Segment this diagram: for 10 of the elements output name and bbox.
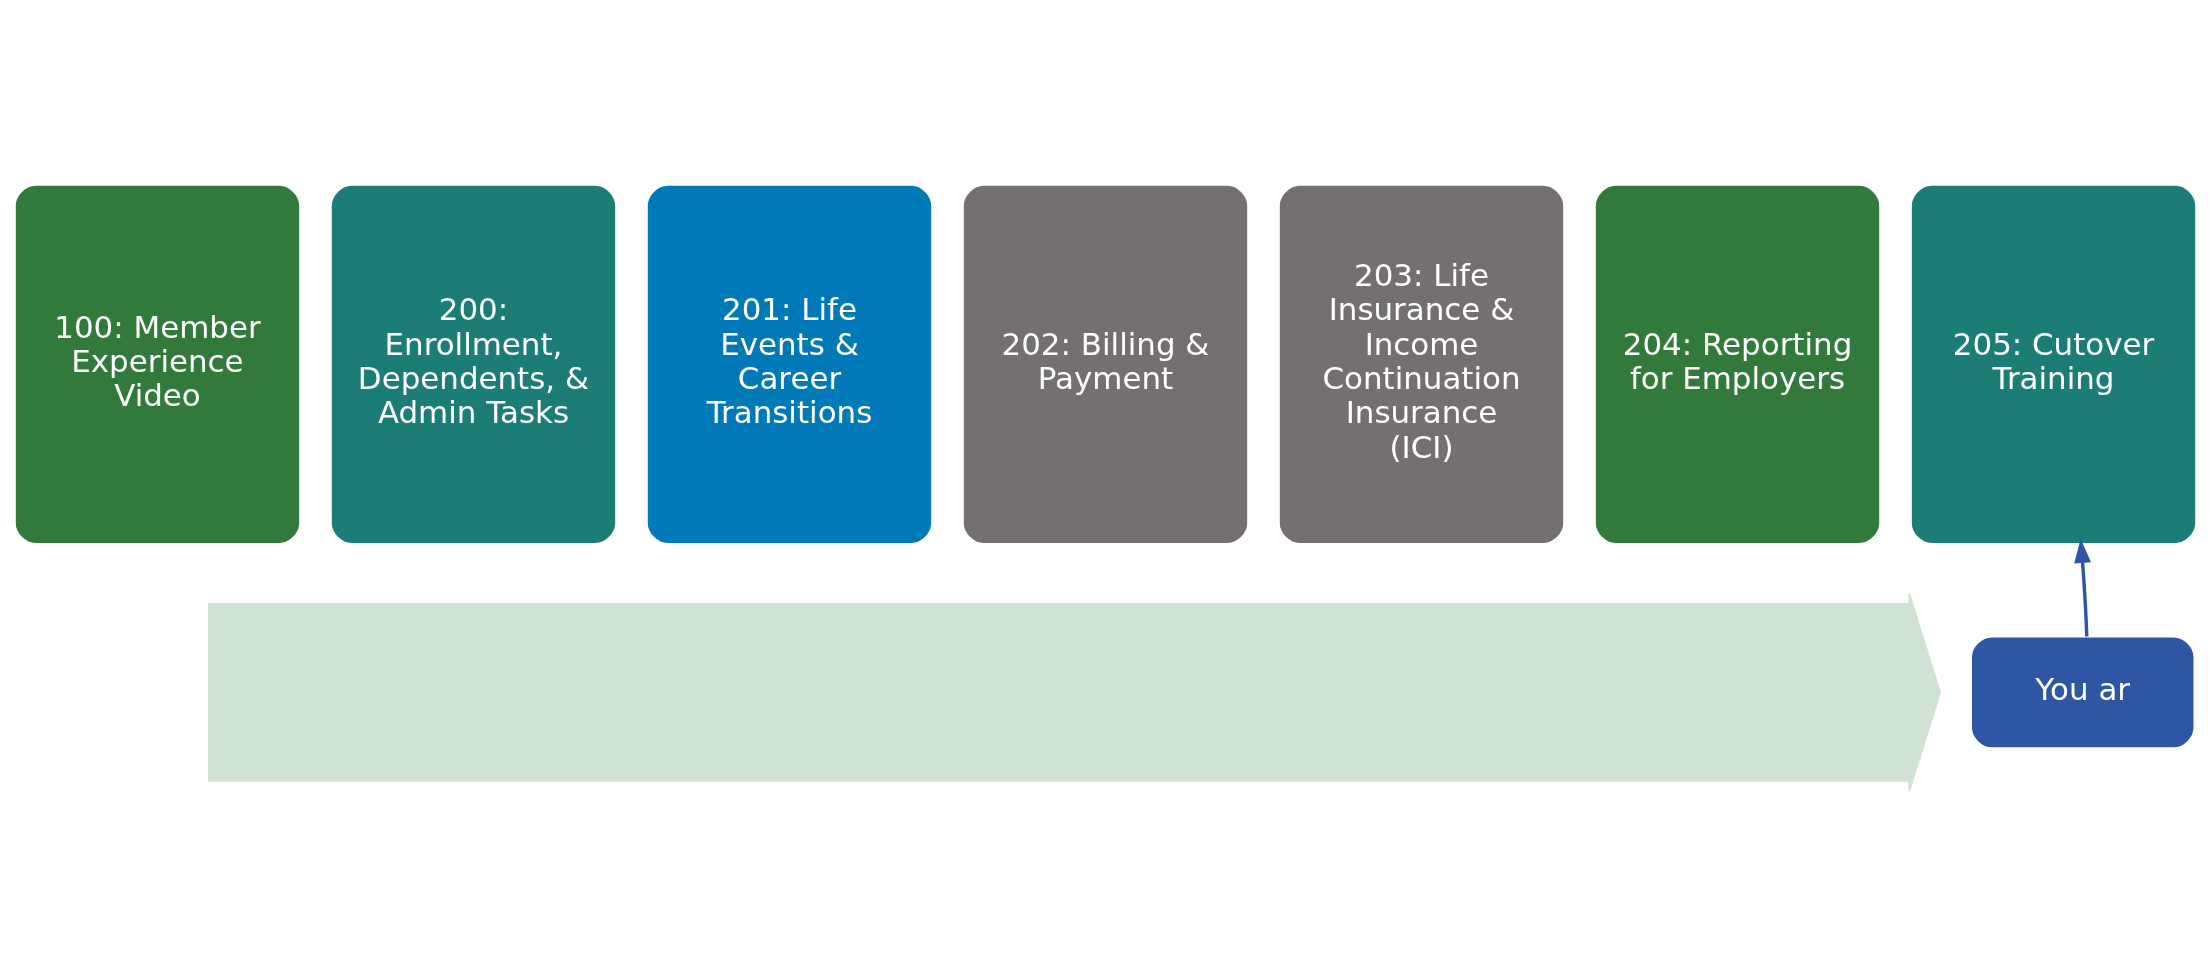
node-box: 204: Reporting for Employers [1594,184,1881,545]
node-box: 100: Member Experience Video [14,184,301,545]
arrow [2074,538,2091,637]
node-box: 205: Cutover Training [1910,184,2197,545]
node-box: 203: Life Insurance & Income Continuation Insurance (ICI) [1278,184,1565,545]
node-box: You ar [1970,635,2196,750]
node-box: 201: Life Events & Career Transitions [646,184,933,545]
node-arrow [208,592,1942,792]
node-box: 202: Billing & Payment [962,184,1249,545]
node-box: 200: Enrollment, Dependents, & Admin Tasks [330,184,617,545]
